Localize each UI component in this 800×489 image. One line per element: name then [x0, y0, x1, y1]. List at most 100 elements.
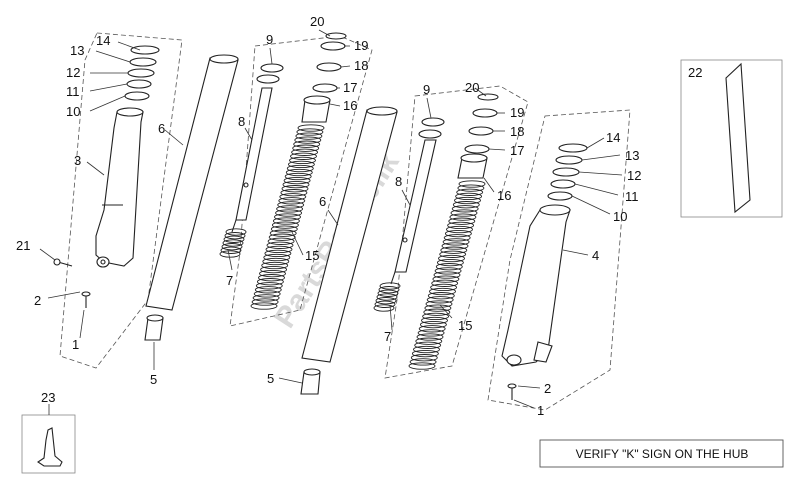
callout-15-right: 15 — [458, 318, 472, 333]
callout-23: 23 — [41, 390, 55, 405]
spring-coil — [297, 124, 325, 132]
left-top-rings — [256, 32, 347, 93]
left-pinch-bolt — [53, 258, 73, 267]
spring-coil — [432, 275, 460, 283]
spring-coil — [266, 241, 294, 249]
leader-lines — [39, 29, 623, 409]
spring-coil — [438, 254, 465, 263]
spring-coil — [255, 282, 283, 290]
spring-coil — [429, 287, 456, 296]
spring-coil — [434, 267, 462, 275]
spring-coil — [441, 242, 469, 250]
spring-coil — [250, 302, 278, 310]
spring-coil — [416, 333, 444, 341]
right-stanchion-tube — [301, 106, 398, 363]
right-fork-spring — [408, 180, 486, 370]
spring-coil — [283, 176, 311, 185]
left-stanchion-tube — [145, 54, 239, 311]
spring-coil — [291, 148, 319, 156]
note-box: VERIFY "K" SIGN ON THE HUB — [539, 439, 784, 468]
callout-labels: 1 2 3 5 6 7 8 9 10 11 12 13 14 15 16 17 … — [16, 14, 702, 418]
left-damper-rod — [231, 87, 273, 233]
spring-coil — [452, 201, 480, 209]
spring-coil — [252, 294, 280, 302]
callout-6-left: 6 — [158, 121, 165, 136]
part-23-box — [21, 404, 76, 474]
spring-coil — [423, 308, 451, 316]
callout-9-right: 9 — [423, 82, 430, 97]
spring-coil — [411, 349, 439, 358]
callout-11-right: 11 — [625, 189, 639, 204]
part-22-box — [680, 59, 783, 218]
spring-coil — [221, 243, 243, 251]
spring-coil — [274, 213, 301, 221]
spring-coil — [450, 209, 478, 217]
right-fork-slider — [501, 204, 571, 367]
spring-coil — [264, 249, 292, 258]
spring-coil — [280, 189, 308, 197]
callout-7-left: 7 — [226, 273, 233, 288]
callout-10-left: 10 — [66, 104, 80, 119]
spring-coil — [440, 246, 468, 254]
callout-17-left: 17 — [343, 80, 357, 95]
spring-coil — [294, 136, 322, 144]
callout-19-right: 19 — [510, 105, 524, 120]
callout-11-left: 11 — [66, 84, 80, 99]
spring-coil — [444, 229, 472, 238]
spring-coil — [409, 358, 437, 366]
callout-15-left: 15 — [305, 248, 319, 263]
callout-16-left: 16 — [343, 98, 357, 113]
spring-coil — [376, 293, 398, 301]
spring-coil — [436, 258, 464, 267]
spring-coil — [446, 225, 473, 234]
callout-5-left: 5 — [150, 372, 157, 387]
callout-2-right: 2 — [544, 381, 551, 396]
callout-13-left: 13 — [70, 43, 84, 58]
spring-coil — [408, 362, 436, 370]
callout-20-left: 20 — [310, 14, 324, 29]
spring-coil — [287, 160, 315, 169]
callout-17-right: 17 — [510, 143, 524, 158]
spring-coil — [251, 298, 279, 306]
spring-coil — [443, 234, 471, 242]
spring-coil — [431, 279, 459, 287]
spring-coil — [253, 290, 281, 298]
callout-19-left: 19 — [354, 38, 368, 53]
spring-coil — [290, 152, 317, 160]
callout-3: 3 — [74, 153, 81, 168]
callout-21: 21 — [16, 238, 30, 253]
spring-coil — [415, 337, 443, 345]
callout-1-right: 1 — [537, 403, 544, 418]
left-spring-cap — [301, 95, 331, 123]
spring-coil — [454, 196, 481, 205]
left-slider-group-outline — [59, 32, 183, 369]
spring-coil — [223, 235, 245, 243]
spring-coil — [456, 188, 484, 196]
spring-coil — [286, 164, 314, 173]
left-bushing — [144, 314, 164, 341]
callout-13-right: 13 — [625, 148, 639, 163]
callout-6-right: 6 — [319, 194, 326, 209]
spring-coil — [442, 238, 470, 246]
spring-coil — [296, 128, 324, 136]
callout-12-right: 12 — [627, 168, 641, 183]
spring-coil — [279, 193, 307, 201]
spring-coil — [425, 300, 453, 308]
spring-coil — [439, 250, 467, 258]
spring-coil — [448, 217, 476, 225]
spring-coil — [285, 168, 313, 177]
spring-coil — [220, 246, 242, 254]
right-damper-group-outline — [384, 85, 529, 379]
spring-coil — [270, 225, 298, 233]
callout-5-right: 5 — [267, 371, 274, 386]
spring-coil — [222, 239, 244, 247]
spring-coil — [260, 265, 288, 274]
spring-coil — [281, 185, 309, 193]
spring-coil — [293, 140, 321, 148]
callout-18-left: 18 — [354, 58, 368, 73]
spring-coil — [379, 282, 401, 290]
spring-coil — [256, 278, 284, 286]
callout-1-left: 1 — [72, 337, 79, 352]
callout-14-right: 14 — [606, 130, 620, 145]
callout-14-left: 14 — [96, 33, 110, 48]
